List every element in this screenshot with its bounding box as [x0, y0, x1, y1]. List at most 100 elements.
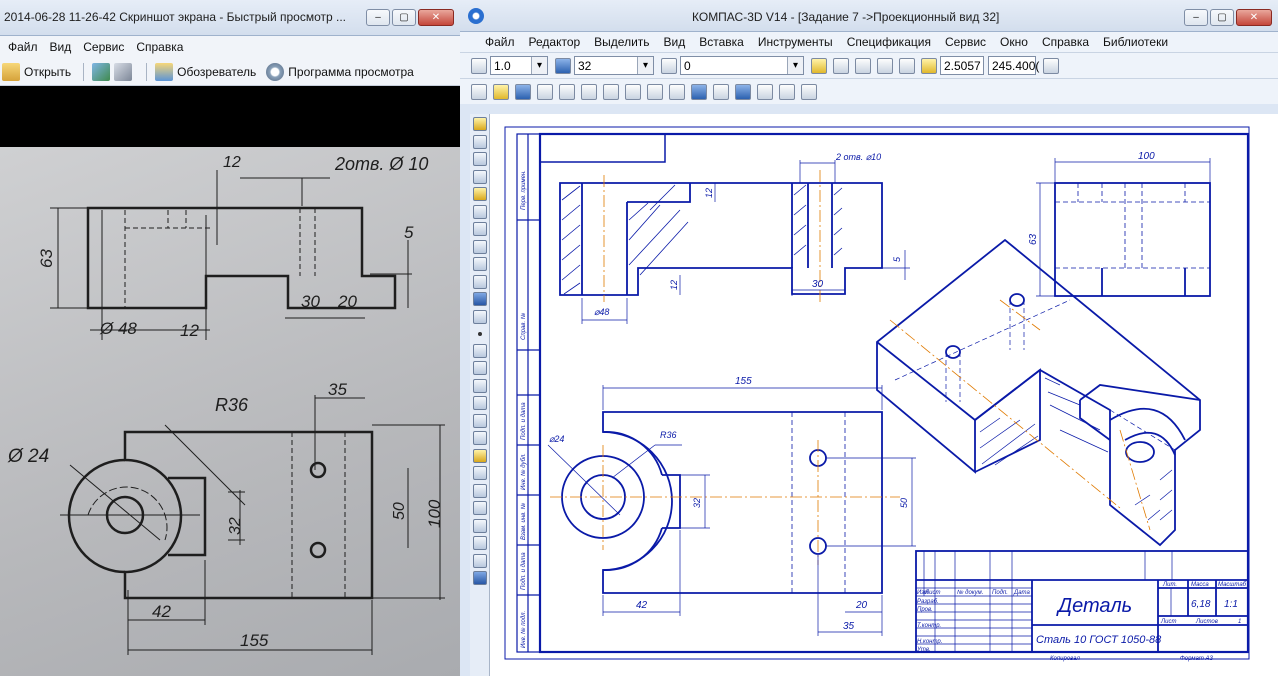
- polyline-icon[interactable]: [473, 448, 487, 463]
- dim-5: 5: [892, 256, 902, 262]
- spline-icon[interactable]: [473, 431, 487, 445]
- select-tool-icon[interactable]: [473, 222, 487, 236]
- undo-icon[interactable]: [691, 83, 707, 100]
- menu-help[interactable]: Справка: [136, 40, 184, 54]
- hatch-icon[interactable]: [473, 553, 487, 568]
- menu-editor[interactable]: Редактор: [528, 35, 581, 49]
- frame-label-perv: Перв. примен.: [521, 170, 527, 210]
- viewer-title: 2014-06-28 11-26-42 Скриншот экрана - Бы…: [4, 10, 347, 24]
- geometry-tool-icon[interactable]: [473, 117, 487, 131]
- cut-icon[interactable]: [581, 83, 597, 100]
- snap-magnet-icon[interactable]: [811, 57, 827, 74]
- layer-select[interactable]: 0: [680, 56, 804, 75]
- chamfer-icon[interactable]: [473, 501, 487, 515]
- polygon-icon[interactable]: [473, 536, 487, 550]
- round-icon[interactable]: [899, 57, 915, 74]
- view-select[interactable]: 32: [574, 56, 654, 75]
- new-file-icon[interactable]: [471, 83, 487, 100]
- redo-icon[interactable]: [713, 83, 729, 100]
- title-block: [915, 550, 1249, 653]
- program-button[interactable]: Программа просмотра: [266, 62, 414, 81]
- ellipse-icon[interactable]: [473, 413, 487, 428]
- fill-icon[interactable]: [473, 571, 487, 585]
- auxiliary-line-icon[interactable]: [473, 343, 487, 358]
- fillet-icon[interactable]: [473, 483, 487, 498]
- scale-select[interactable]: 1.0: [490, 56, 548, 75]
- properties-icon[interactable]: [669, 83, 685, 100]
- contour-icon[interactable]: [473, 466, 487, 480]
- toolbar-separator: [146, 62, 148, 81]
- coord-y-field[interactable]: 245.400(: [988, 56, 1039, 75]
- associative-view-icon[interactable]: [473, 239, 487, 254]
- paste-icon[interactable]: [625, 83, 641, 100]
- measure-tool-icon[interactable]: [473, 204, 487, 219]
- menu-insert[interactable]: Вставка: [699, 35, 744, 49]
- tb-role-prov: Пров.: [917, 607, 933, 613]
- format-brush-icon[interactable]: [647, 83, 663, 100]
- menu-tools[interactable]: Инструменты: [757, 35, 833, 49]
- point-icon[interactable]: [478, 331, 482, 336]
- dim-50: 50: [899, 498, 909, 508]
- param-tool-icon[interactable]: [473, 187, 487, 201]
- kompas-titlebar[interactable]: КОМПАС-3D V14 - [Задание 7 ->Проекционны…: [460, 0, 1278, 32]
- rectangle-icon[interactable]: [473, 518, 487, 533]
- viewer-titlebar[interactable]: 2014-06-28 11-26-42 Скриншот экрана - Бы…: [0, 0, 460, 36]
- sketch-dim-24: Ø 24: [7, 446, 49, 467]
- menu-view[interactable]: Вид: [49, 40, 72, 54]
- maximize-button[interactable]: ▢: [392, 9, 416, 26]
- snap-cursor-icon[interactable]: [921, 57, 937, 74]
- axis-icon[interactable]: [877, 57, 893, 74]
- dim-holes: 2 отв. ⌀10: [835, 152, 881, 162]
- image-icon[interactable]: [92, 62, 111, 81]
- save-icon[interactable]: [515, 83, 531, 100]
- sketch-dim-12-bot: 12: [180, 321, 199, 340]
- menu-select[interactable]: Выделить: [594, 35, 650, 49]
- sketch-dim-holes: 2отв. Ø 10: [334, 154, 428, 174]
- browser-button[interactable]: Обозреватель: [155, 62, 256, 81]
- menu-service[interactable]: Сервис: [944, 35, 987, 49]
- menu-service[interactable]: Сервис: [83, 40, 125, 54]
- preview-icon[interactable]: [559, 83, 575, 100]
- tree-icon[interactable]: [757, 83, 773, 100]
- open-button[interactable]: Открыть: [2, 62, 71, 81]
- notation-tool-icon[interactable]: [473, 152, 487, 166]
- maximize-button[interactable]: ▢: [1210, 9, 1234, 26]
- function-icon[interactable]: [779, 83, 795, 100]
- coord-x-field[interactable]: 2.5057: [940, 56, 984, 75]
- circle-icon[interactable]: [473, 378, 487, 393]
- minimize-button[interactable]: –: [366, 9, 390, 26]
- macro-tool-icon[interactable]: [473, 309, 487, 324]
- close-button[interactable]: ✕: [1236, 9, 1272, 26]
- image-gray-icon[interactable]: [114, 62, 133, 81]
- minimize-button[interactable]: –: [1184, 9, 1208, 26]
- menu-libraries[interactable]: Библиотеки: [1103, 35, 1169, 49]
- help-pointer-icon[interactable]: [801, 83, 817, 100]
- sketch-front-view: [86, 206, 397, 310]
- segment-icon[interactable]: [473, 361, 487, 375]
- edit-tool-icon[interactable]: [473, 169, 487, 184]
- dim-20: 20: [855, 600, 868, 611]
- menu-window[interactable]: Окно: [1000, 35, 1028, 49]
- menu-help[interactable]: Справка: [1041, 35, 1090, 49]
- menu-specification[interactable]: Спецификация: [846, 35, 931, 49]
- spec-tool-icon[interactable]: [473, 257, 487, 271]
- report-tool-icon[interactable]: [473, 274, 487, 289]
- insert-tool-icon[interactable]: [473, 292, 487, 306]
- manager-icon[interactable]: [735, 83, 751, 100]
- dimension-tool-icon[interactable]: [473, 134, 487, 149]
- menu-file[interactable]: Файл: [485, 35, 515, 49]
- menu-view[interactable]: Вид: [663, 35, 686, 49]
- grid-icon[interactable]: [855, 57, 871, 74]
- arc-icon[interactable]: [473, 396, 487, 410]
- zoom-icon[interactable]: [1043, 57, 1059, 74]
- close-button[interactable]: ✕: [418, 9, 454, 26]
- ortho-icon[interactable]: [833, 57, 849, 74]
- copy-icon[interactable]: [603, 83, 619, 100]
- toolbar-separator: [83, 62, 85, 81]
- print-icon[interactable]: [537, 83, 553, 100]
- dim-100: 100: [1138, 151, 1155, 162]
- open-file-icon[interactable]: [493, 83, 509, 100]
- menu-file[interactable]: Файл: [8, 40, 38, 54]
- sketch-dim-r36: R36: [215, 395, 249, 415]
- drawing-sheet[interactable]: Перв. примен. Справ. № Подп. и дата Инв.…: [490, 114, 1278, 676]
